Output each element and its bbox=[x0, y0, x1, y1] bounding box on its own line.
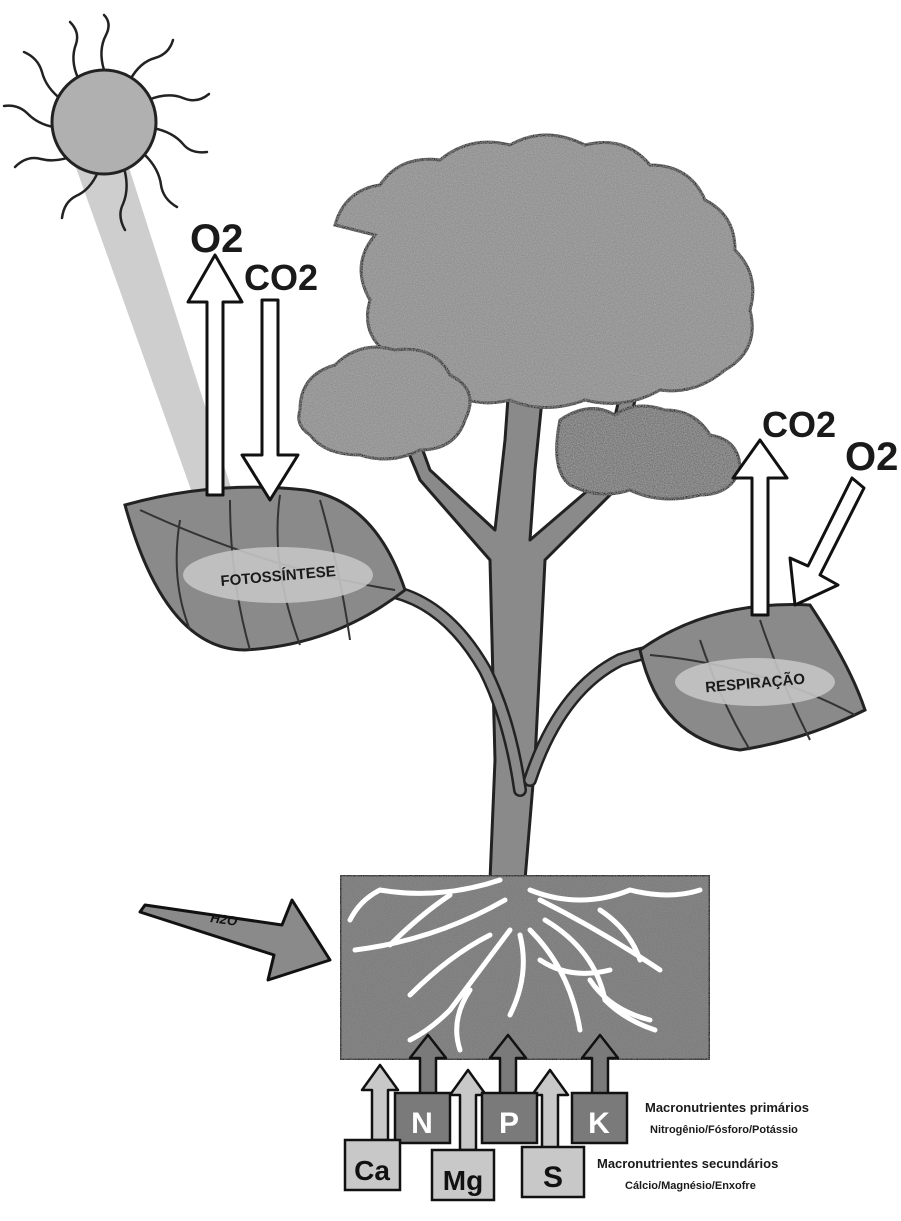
o2-out-arrow-left bbox=[186, 253, 244, 497]
nutrient-box-ca: Ca bbox=[343, 1138, 402, 1192]
legend-secondary: Macronutrientes secundários Cálcio/Magné… bbox=[597, 1156, 778, 1192]
nutrient-arrows-primary bbox=[408, 1033, 620, 1097]
nutrient-box-p: P bbox=[480, 1091, 539, 1145]
co2-label-right: CO2 bbox=[762, 404, 836, 445]
svg-text:S: S bbox=[543, 1161, 563, 1194]
leaf-right: RESPIRAÇÃO bbox=[523, 603, 867, 787]
leaf-left: FOTOSSÍNTESE bbox=[123, 485, 527, 797]
sunbeam bbox=[75, 155, 235, 515]
co2-label-left: CO2 bbox=[244, 257, 318, 298]
o2-in-arrow-right bbox=[788, 476, 866, 607]
svg-text:Ca: Ca bbox=[354, 1155, 390, 1186]
nutrient-arrows-secondary bbox=[360, 1063, 570, 1152]
o2-label-right: O2 bbox=[845, 435, 898, 479]
nutrient-box-n: N bbox=[393, 1091, 452, 1145]
legend-primary-title: Macronutrientes primários bbox=[645, 1100, 809, 1115]
nutrient-box-s: S bbox=[520, 1145, 586, 1199]
co2-out-arrow-right bbox=[731, 438, 789, 617]
o2-label-left: O2 bbox=[190, 217, 243, 261]
svg-text:P: P bbox=[499, 1107, 519, 1140]
svg-text:N: N bbox=[411, 1107, 433, 1140]
legend-primary-detail: Nitrogênio/Fósforo/Potássio bbox=[650, 1124, 798, 1136]
legend-secondary-detail: Cálcio/Magnésio/Enxofre bbox=[625, 1180, 756, 1192]
legend-primary: Macronutrientes primários Nitrogênio/Fós… bbox=[645, 1100, 809, 1136]
legend-secondary-title: Macronutrientes secundários bbox=[597, 1156, 778, 1171]
water-label: H2O bbox=[210, 910, 239, 929]
nutrient-box-mg: Mg bbox=[430, 1148, 496, 1202]
sun-icon bbox=[2, 13, 235, 515]
photosynthesis-halo bbox=[183, 547, 373, 603]
co2-in-arrow-left bbox=[240, 298, 300, 502]
respiration-halo bbox=[675, 658, 835, 706]
tree-crown bbox=[297, 133, 755, 501]
nutrient-box-k: K bbox=[570, 1091, 629, 1145]
water-arrow bbox=[138, 898, 332, 982]
svg-text:K: K bbox=[588, 1107, 610, 1140]
soil bbox=[338, 873, 712, 1062]
svg-text:Mg: Mg bbox=[443, 1165, 483, 1196]
